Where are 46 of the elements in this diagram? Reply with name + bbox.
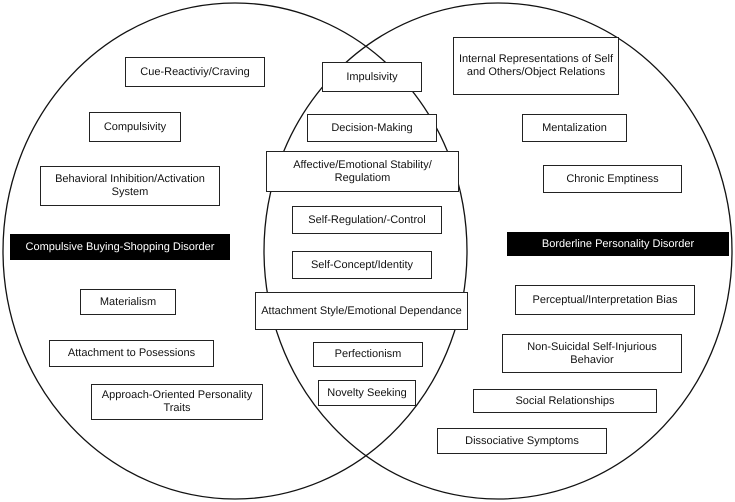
factor-box — [473, 389, 657, 413]
factor-text: Perfectionism — [334, 348, 402, 361]
factor-text: Materialism — [100, 296, 156, 308]
factor-text: Cue-Reactiviy/Craving — [140, 66, 250, 78]
factor-box — [543, 165, 682, 193]
factor-text: Novelty Seeking — [327, 386, 407, 400]
factor-text: Chronic Emptiness — [566, 172, 659, 186]
factor-text: Affective/Emotional Stability/ Regulatiom — [292, 158, 433, 184]
factor-text: Mentalization — [542, 122, 607, 134]
factor-box — [40, 166, 220, 206]
factor-text: Compulsive Buying-Shopping Disorder — [26, 240, 214, 254]
factor-box — [91, 384, 263, 420]
factor-box — [313, 342, 423, 367]
factor-box — [80, 289, 176, 315]
factor-box — [292, 251, 432, 279]
category-label — [507, 232, 729, 256]
factor-text: Perceptual/Interpretation Bias — [532, 294, 678, 306]
factor-text: Decision-Making — [331, 122, 413, 134]
factor-box — [125, 57, 265, 87]
factor-text: Attachment Style/Emotional Dependance — [261, 304, 462, 318]
factor-box — [322, 62, 422, 92]
factor-box — [89, 112, 181, 142]
factor-box — [515, 285, 695, 315]
factor-box — [255, 292, 468, 330]
factor-box — [307, 114, 437, 142]
factor-text: Social Relationships — [515, 394, 615, 408]
factor-text: Dissociative Symptoms — [465, 434, 579, 448]
factor-box — [49, 340, 214, 367]
factor-box — [318, 380, 416, 406]
factor-box — [437, 428, 607, 454]
factor-text: Non-Suicidal Self-Injurious Behavior — [526, 340, 658, 366]
factor-text: Impulsivity — [346, 70, 398, 84]
factor-text: Compulsivity — [104, 120, 166, 134]
factor-text: Behavioral Inhibition/Activation System — [54, 173, 206, 199]
factor-box — [502, 334, 682, 373]
factor-text: Attachment to Posessions — [68, 347, 196, 360]
factor-text: Internal Representations of Self and Others/Object Relations — [458, 53, 614, 79]
factor-box — [292, 206, 442, 234]
category-label — [10, 234, 230, 260]
factor-text: Approach-Oriented Personality Traits — [100, 389, 254, 415]
factor-text: Self-Regulation/-Control — [308, 214, 426, 226]
factor-box — [522, 114, 627, 142]
factor-box — [453, 37, 619, 95]
factor-text: Borderline Personality Disorder — [542, 238, 694, 250]
factor-text: Self-Concept/Identity — [310, 258, 414, 272]
factor-box — [266, 151, 459, 192]
